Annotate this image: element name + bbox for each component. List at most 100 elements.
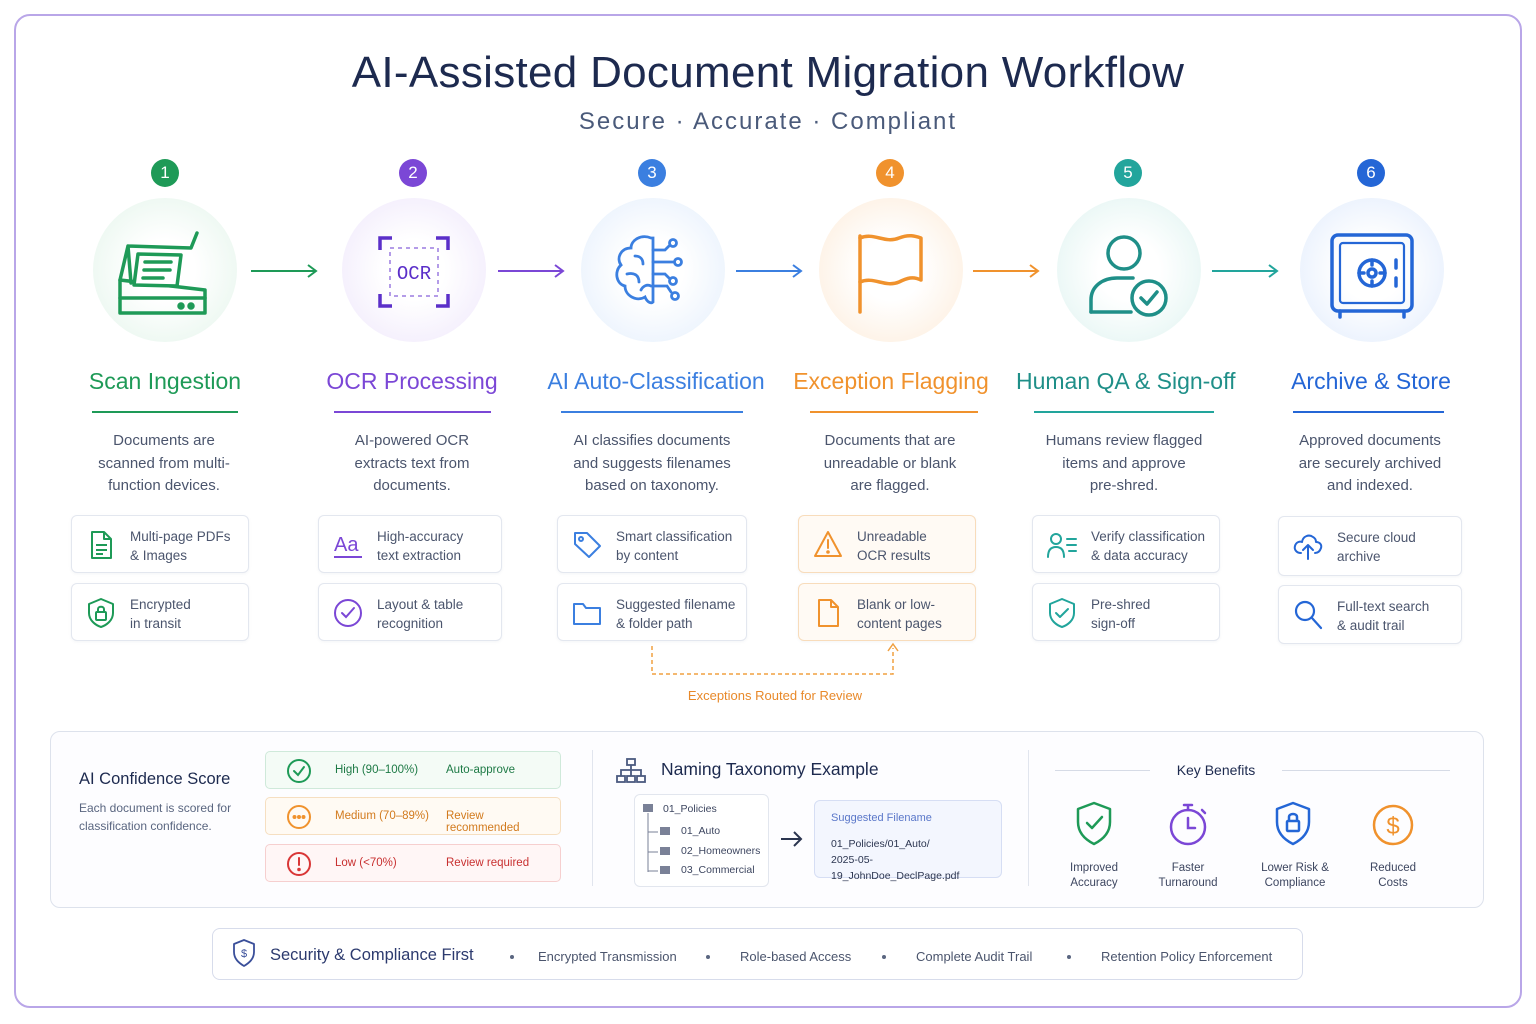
svg-text:$: $	[1386, 813, 1399, 840]
security-item-role-access: Role-based Access	[740, 949, 852, 964]
search-icon	[1294, 600, 1323, 630]
stage-rule-qa	[1034, 411, 1214, 413]
step-badge-1: 1	[151, 159, 179, 187]
stage-rule-ocr	[334, 411, 491, 413]
feature-card-blank-pages: Blank or low-content pages	[798, 583, 976, 641]
shield-check-icon	[1076, 801, 1112, 846]
arrow-right-icon	[781, 831, 803, 847]
tree-structure	[643, 804, 670, 874]
suggested-filename-box: Suggested Filename 01_Policies/01_Auto/2…	[814, 800, 1002, 882]
tree-item-homeowners: 02_Homeowners	[681, 845, 761, 857]
step-badge-4: 4	[876, 159, 904, 187]
stage-title-ocr: OCR Processing	[326, 368, 498, 394]
confidence-row-medium: Medium (70–89%) Review recommended	[265, 797, 561, 835]
step-badge-6: 6	[1357, 159, 1385, 187]
arrow-1-to-2	[251, 264, 318, 278]
check-circle-icon	[334, 599, 362, 627]
page-subtitle: Secure · Accurate · Compliant	[578, 108, 958, 135]
safe-icon	[1330, 233, 1414, 319]
stage-title-archive: Archive & Store	[1291, 368, 1451, 394]
feature-card-multipage-pdfs: Multi-page PDFs& Images	[71, 515, 249, 573]
benefits-rule-left	[1055, 770, 1163, 771]
tree-item-commercial: 03_Commercial	[681, 864, 755, 876]
benefit-lower-risk: Lower Risk &Compliance	[1261, 862, 1329, 889]
stage-title-classification: AI Auto-Classification	[547, 368, 765, 394]
confidence-row-high: High (90–100%) Auto-approve	[265, 751, 561, 789]
security-item-audit-trail: Complete Audit Trail	[916, 949, 1033, 964]
confidence-row-low: Low (<70%) Review required	[265, 844, 561, 882]
user-check-icon	[1089, 235, 1168, 317]
security-bullet-4	[1067, 955, 1071, 959]
cloud-upload-icon	[1293, 534, 1323, 560]
exception-route-connector	[651, 642, 899, 675]
qa-stage-circle	[1057, 198, 1201, 342]
stage-rule-scan	[92, 411, 238, 413]
blank-page-icon	[818, 599, 839, 627]
hierarchy-icon	[616, 758, 646, 783]
folder-icon	[573, 603, 601, 625]
arrow-5-to-6	[1212, 264, 1279, 278]
security-bullet-3	[882, 955, 886, 959]
ocr-stage-circle: OCR	[342, 198, 486, 342]
ocr-icon: OCR	[378, 236, 450, 308]
user-list-icon	[1047, 533, 1077, 558]
step-badge-2: 2	[399, 159, 427, 187]
step-badge-5: 5	[1114, 159, 1142, 187]
security-bar	[212, 928, 1303, 980]
classification-stage-circle	[581, 198, 725, 342]
stage-title-scan: Scan Ingestion	[88, 368, 242, 394]
warning-triangle-icon	[814, 531, 842, 557]
feature-card-verify-classification: Verify classification& data accuracy	[1032, 515, 1220, 573]
shield-check-icon	[1049, 598, 1075, 628]
exception-stage-circle	[819, 198, 963, 342]
benefits-rule-right	[1270, 770, 1450, 771]
security-title: Security & Compliance First	[270, 946, 474, 964]
stage-rule-exception	[810, 411, 978, 413]
shield-lock-icon	[88, 598, 114, 628]
taxonomy-title: Naming Taxonomy Example	[661, 759, 879, 779]
panel-divider-1	[592, 750, 593, 886]
security-bullet-2	[706, 955, 710, 959]
security-bullet-1	[510, 955, 514, 959]
exceptions-routed-label: Exceptions Routed for Review	[687, 688, 863, 703]
feature-card-full-text-search: Full-text search& audit trail	[1278, 585, 1462, 644]
stage-title-exception: Exception Flagging	[793, 368, 989, 394]
svg-text:$: $	[241, 948, 247, 960]
flag-icon	[858, 233, 923, 314]
svg-text:OCR: OCR	[397, 263, 431, 285]
alert-circle-icon	[287, 852, 311, 876]
scan-stage-circle	[93, 198, 237, 342]
benefits-title: Key Benefits	[1150, 762, 1282, 778]
confidence-title: AI Confidence Score	[79, 770, 231, 788]
document-icon	[91, 531, 112, 559]
feature-card-suggested-filename: Suggested filename& folder path	[557, 583, 747, 641]
text-aa-icon: Aa	[334, 534, 362, 558]
security-item-encrypted: Encrypted Transmission	[538, 949, 677, 964]
tree-item-policies: 01_Policies	[663, 803, 717, 815]
tag-icon	[574, 532, 601, 558]
security-item-retention: Retention Policy Enforcement	[1101, 949, 1273, 964]
confidence-desc: Each document is scored for classificati…	[79, 801, 232, 833]
tree-item-auto: 01_Auto	[681, 825, 721, 837]
shield-icon: $	[233, 939, 255, 967]
scanner-icon	[118, 231, 207, 315]
arrow-3-to-4	[736, 264, 803, 278]
dollar-circle-icon: $	[1372, 804, 1414, 846]
svg-text:Aa: Aa	[334, 534, 359, 556]
stage-rule-archive	[1293, 411, 1444, 413]
archive-stage-circle	[1300, 198, 1444, 342]
